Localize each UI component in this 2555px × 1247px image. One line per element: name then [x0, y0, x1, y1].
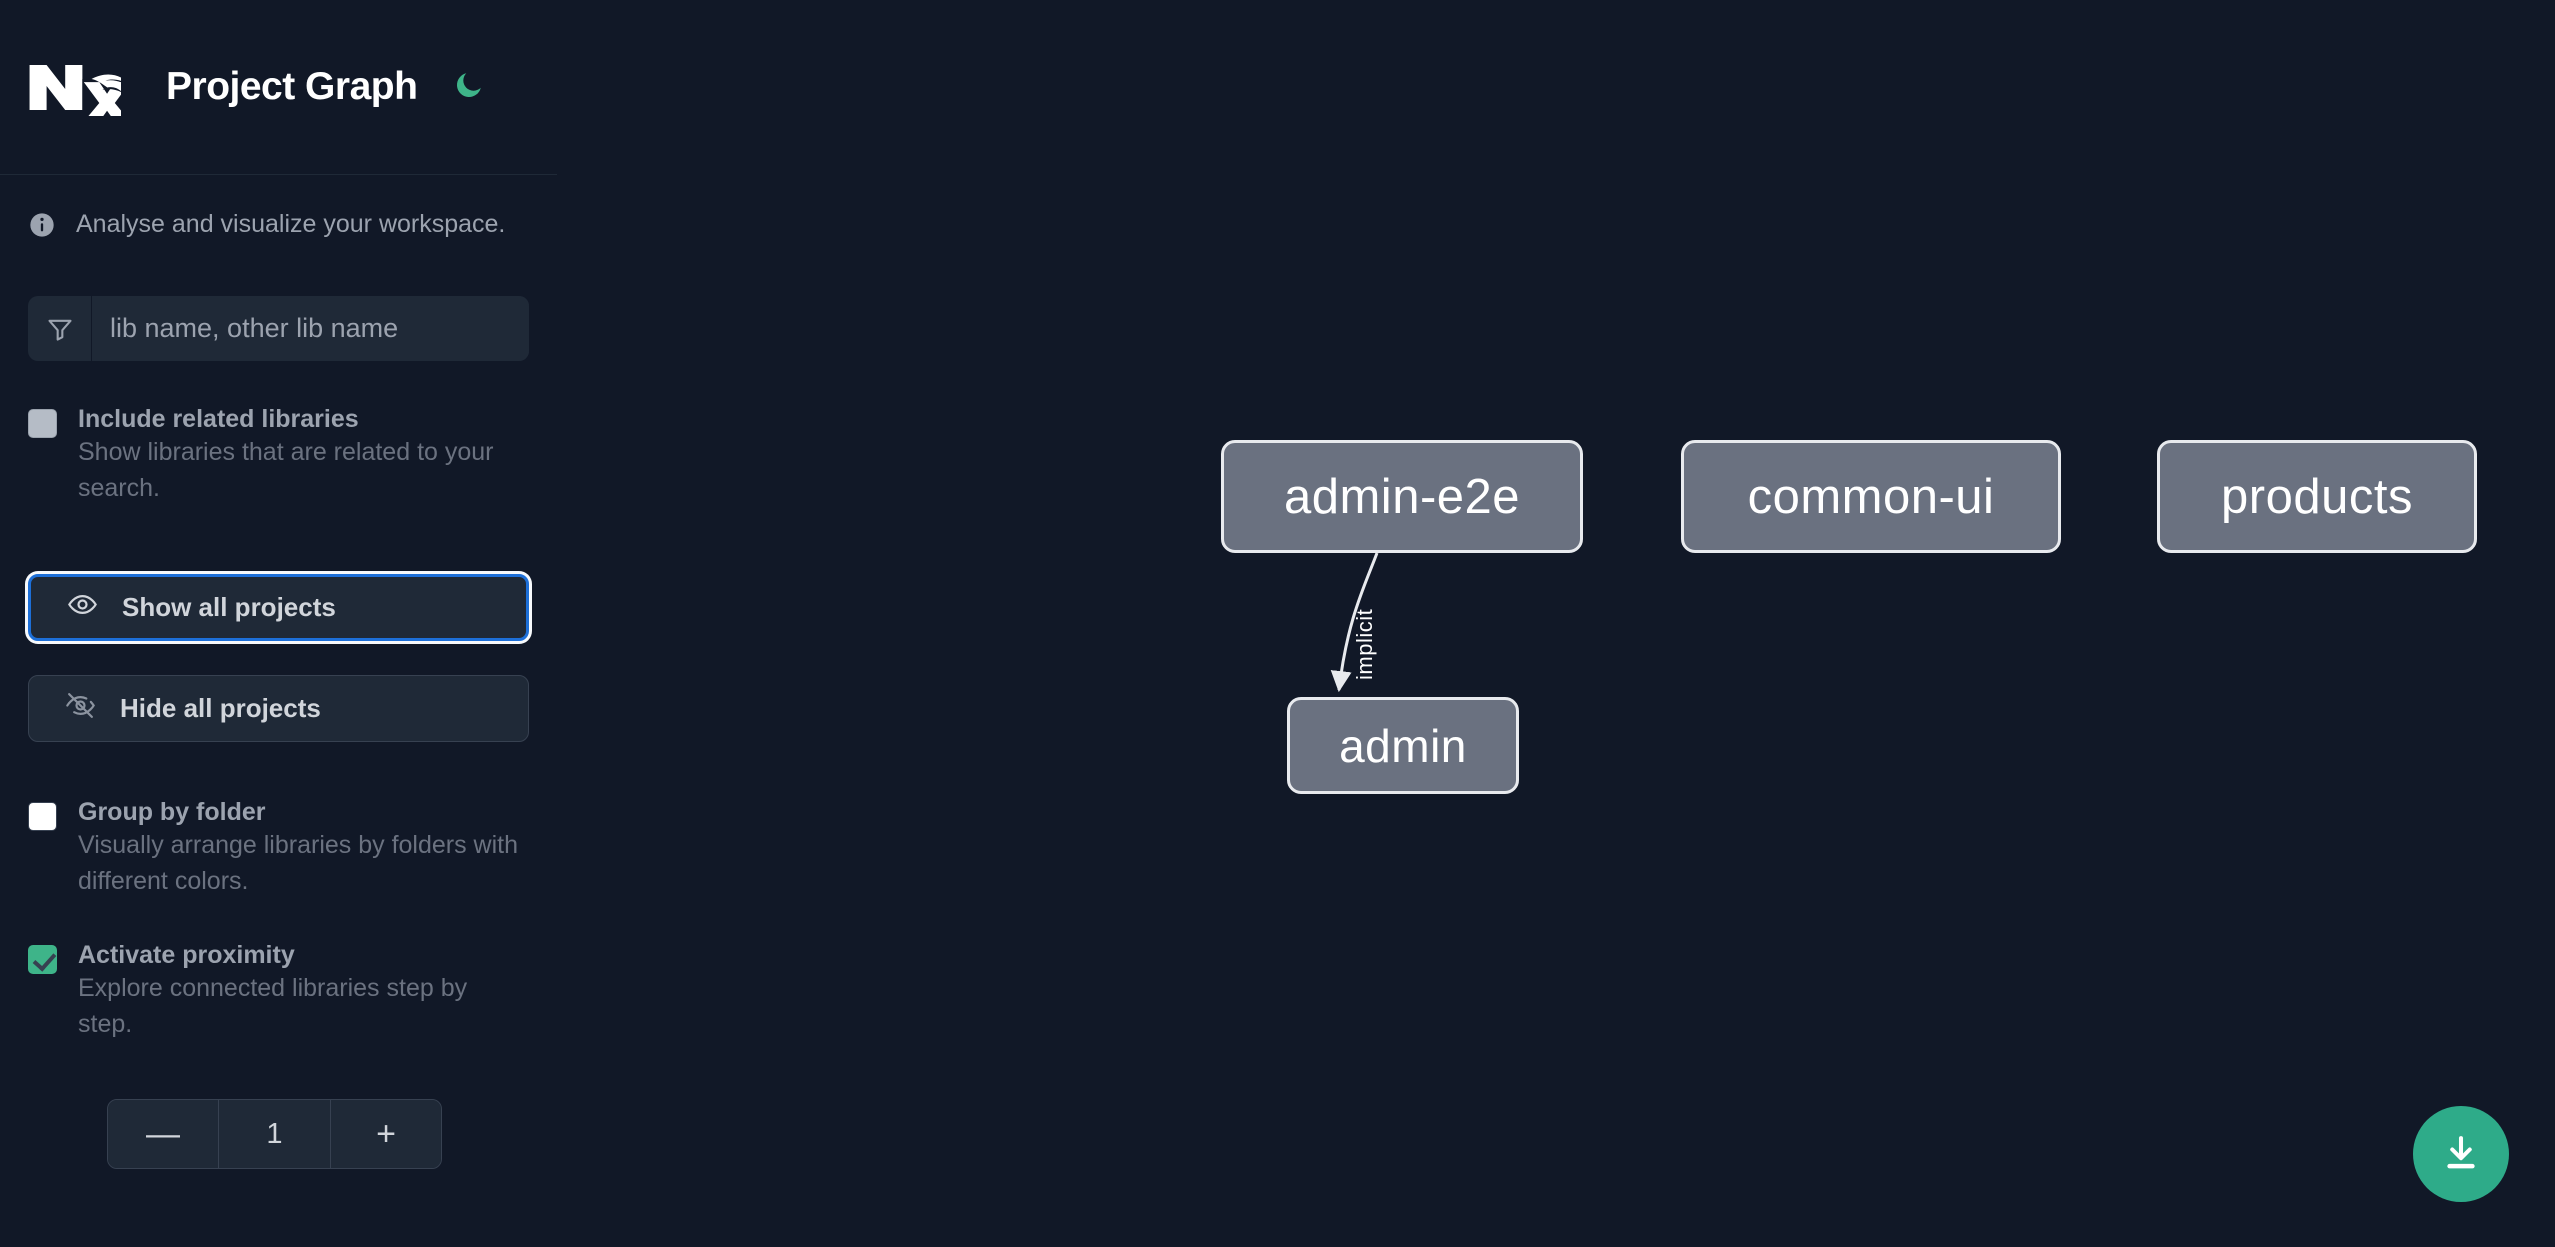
option-group-by-folder[interactable]: Group by folder Visually arrange librari…: [0, 796, 557, 899]
info-icon: [28, 211, 56, 239]
include-related-libraries-checkbox[interactable]: [28, 409, 57, 438]
tagline-text: Analyse and visualize your workspace.: [76, 210, 506, 238]
search-input[interactable]: [92, 296, 529, 361]
node-label: admin-e2e: [1283, 469, 1521, 524]
proximity-increment-button[interactable]: +: [330, 1100, 441, 1168]
project-graph-canvas[interactable]: admin-e2e common-ui products store-e2e a…: [557, 0, 2555, 1247]
download-graph-button[interactable]: [2413, 1106, 2509, 1202]
eye-off-icon: [65, 690, 96, 728]
proximity-value: 1: [219, 1100, 330, 1168]
graph-node-admin-e2e[interactable]: admin-e2e: [1221, 440, 1583, 553]
filter-field[interactable]: [28, 296, 529, 361]
option-description: Visually arrange libraries by folders wi…: [78, 831, 519, 895]
edge-label-admin-implicit: implicit: [1352, 608, 1377, 680]
graph-node-admin[interactable]: admin: [1287, 697, 1519, 794]
option-description: Explore connected libraries step by step…: [78, 974, 468, 1038]
option-label: Include related libraries: [78, 405, 359, 433]
show-all-projects-button[interactable]: Show all projects: [28, 574, 529, 641]
moon-icon: [451, 69, 485, 106]
sidebar: Project Graph: [0, 0, 557, 1247]
eye-icon: [67, 589, 98, 627]
option-description: Show libraries that are related to your …: [78, 438, 494, 502]
group-by-folder-checkbox[interactable]: [28, 802, 57, 831]
sidebar-header: Project Graph: [0, 0, 557, 175]
graph-node-products[interactable]: products: [2157, 440, 2477, 553]
nx-logo: [28, 59, 132, 122]
hide-all-projects-button[interactable]: Hide all projects: [28, 675, 529, 742]
graph-node-common-ui[interactable]: common-ui: [1681, 440, 2061, 553]
graph-edges: [1330, 552, 1379, 693]
theme-toggle-button[interactable]: [447, 66, 489, 108]
option-label: Group by folder: [78, 798, 266, 826]
hide-all-projects-label: Hide all projects: [120, 693, 321, 723]
activate-proximity-checkbox[interactable]: [28, 945, 57, 974]
proximity-decrement-button[interactable]: —: [108, 1100, 219, 1168]
show-all-projects-label: Show all projects: [122, 592, 336, 622]
proximity-stepper[interactable]: — 1 +: [107, 1099, 442, 1169]
node-label: products: [2221, 469, 2413, 524]
option-activate-proximity[interactable]: Activate proximity Explore connected lib…: [0, 939, 557, 1042]
download-icon: [2440, 1132, 2482, 1177]
option-label: Activate proximity: [78, 941, 295, 969]
funnel-filter-icon: [28, 296, 92, 361]
option-include-related-libraries[interactable]: Include related libraries Show libraries…: [0, 403, 557, 506]
workspace-tagline-row: Analyse and visualize your workspace.: [0, 175, 557, 239]
node-label: common-ui: [1747, 469, 1995, 524]
node-label: admin: [1339, 719, 1467, 772]
page-title: Project Graph: [166, 65, 418, 108]
